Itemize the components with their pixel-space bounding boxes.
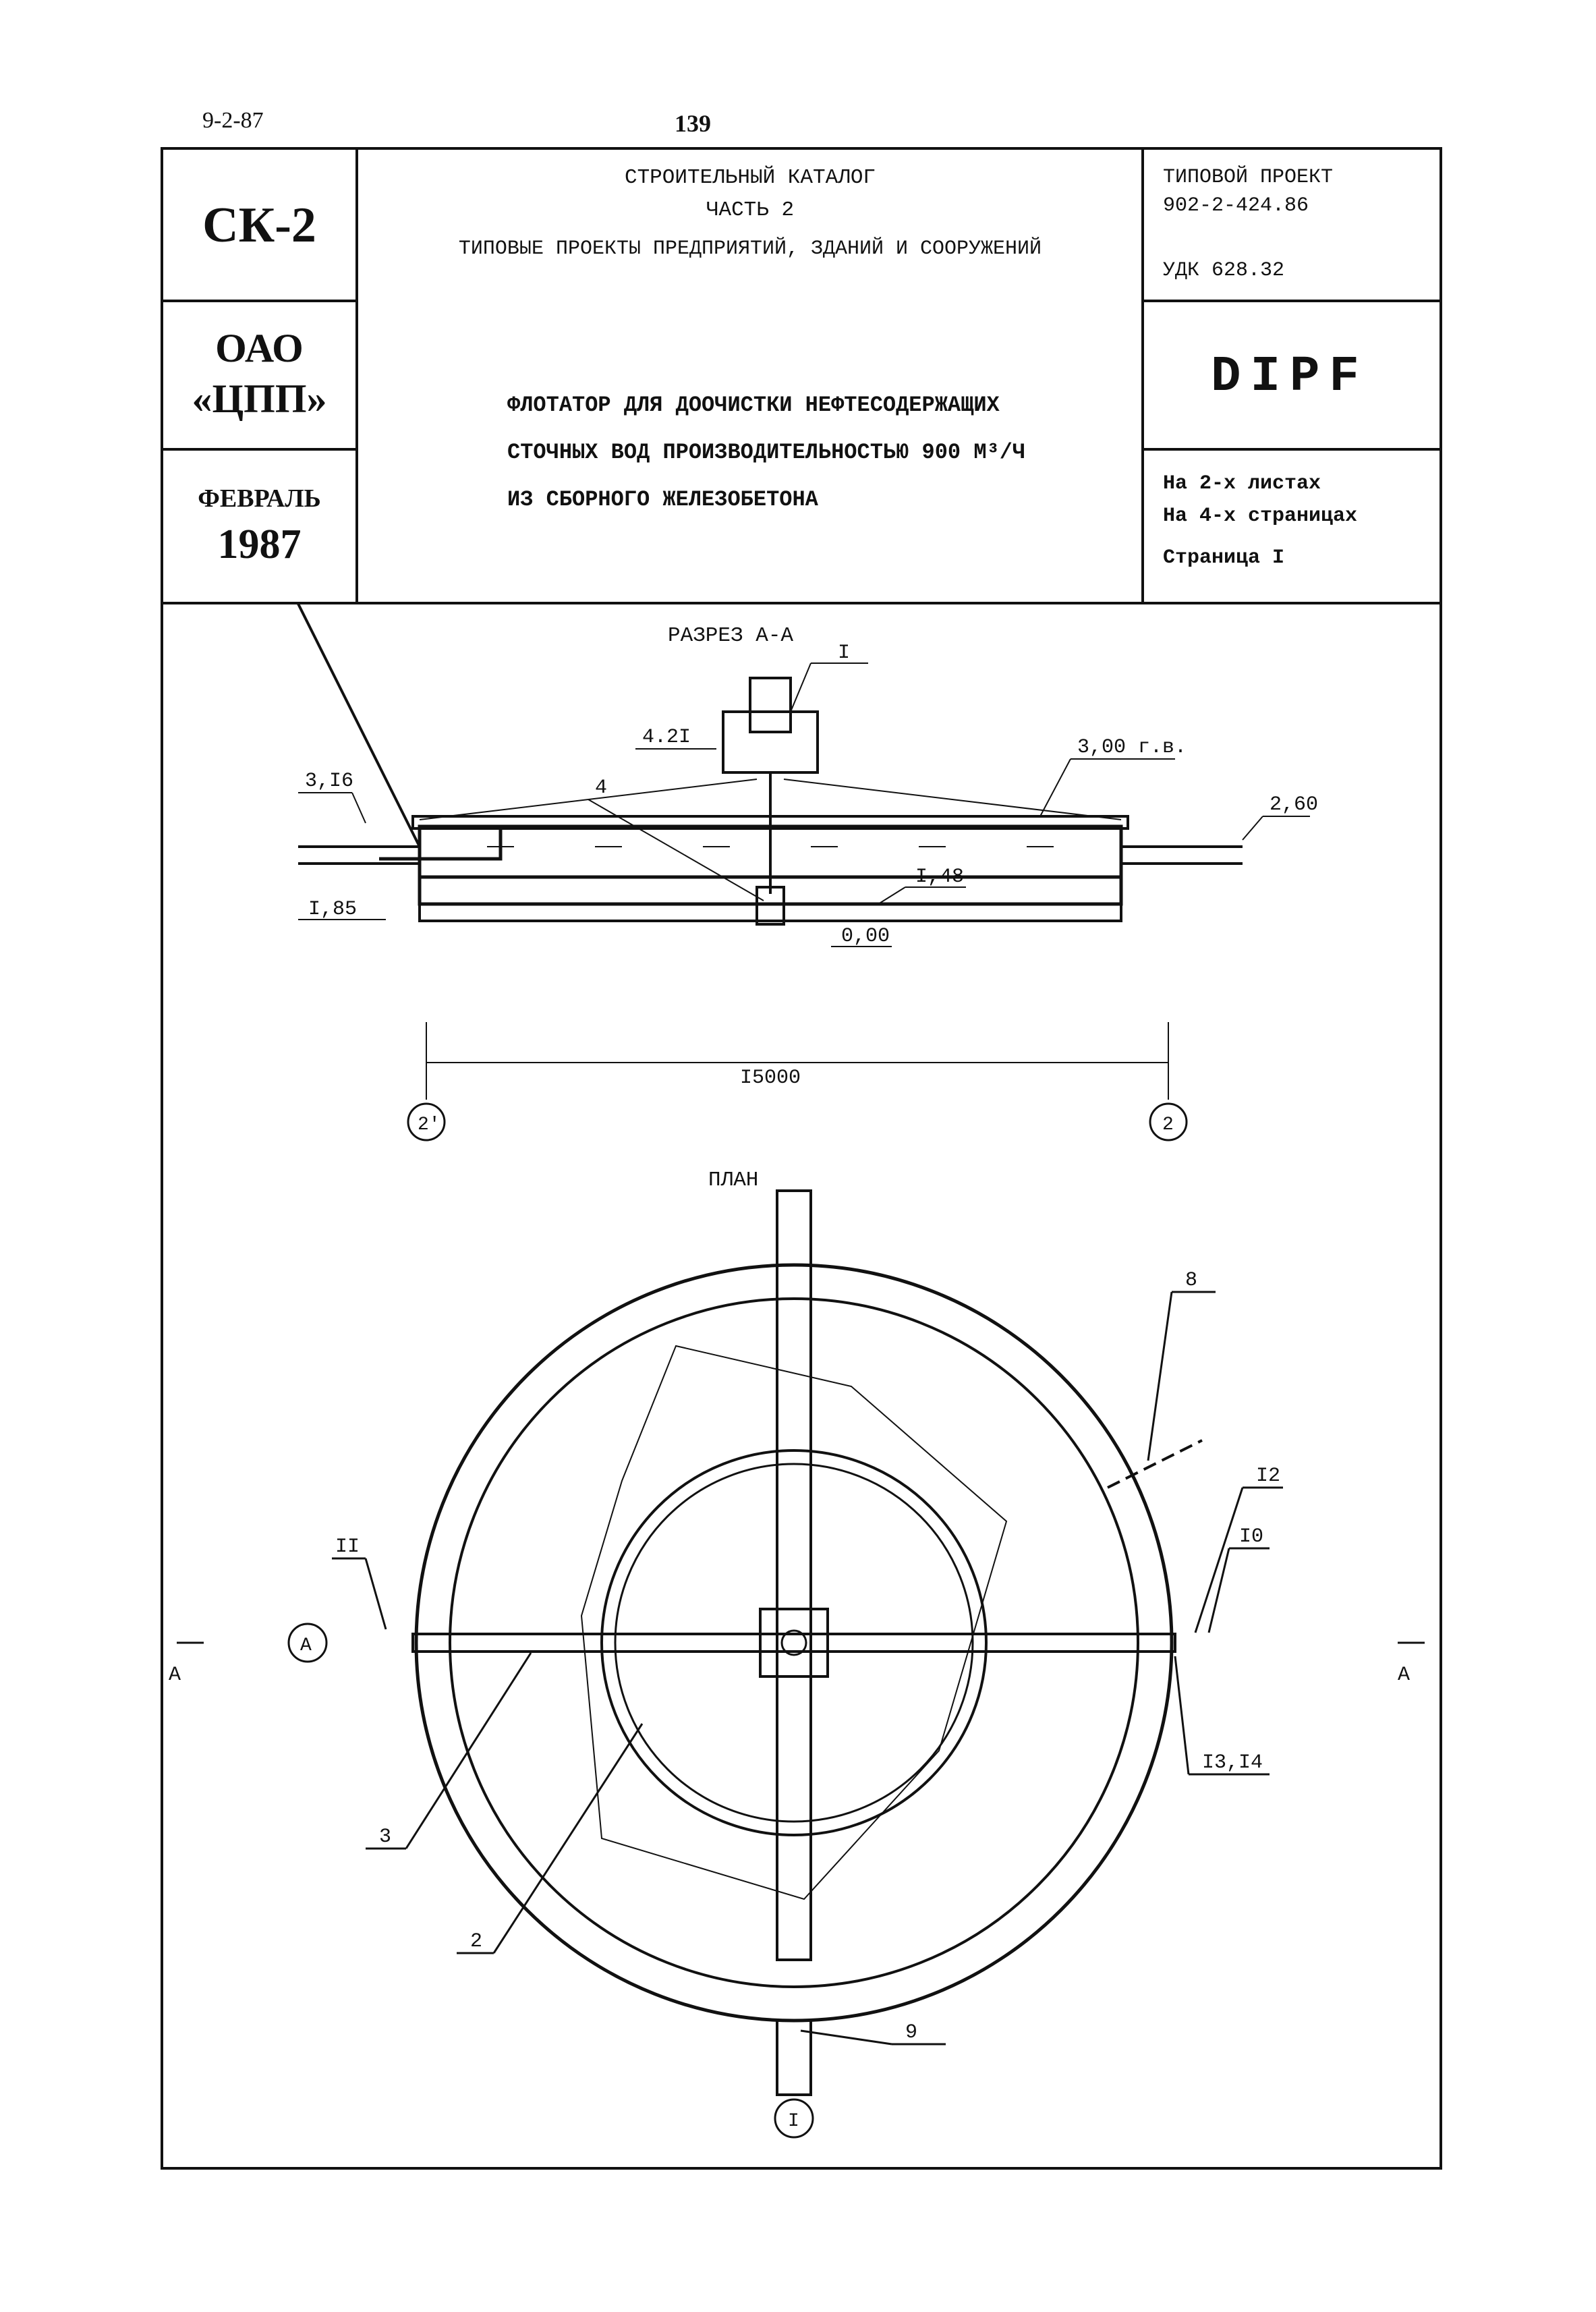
project-title-line-1: ФЛОТАТОР ДЛЯ ДООЧИСТКИ НЕФТЕСОДЕРЖАЩИХ: [507, 393, 1000, 418]
catalog-line-3: ТИПОВЫЕ ПРОЕКТЫ ПРЕДПРИЯТИЙ, ЗДАНИЙ И СО…: [458, 237, 1042, 260]
collector-tray: [411, 1633, 1176, 1653]
inlet-pipe: [379, 830, 503, 861]
outer-ring-outer: [414, 1263, 1174, 2023]
axis-a-marker: [287, 1623, 328, 1663]
mark-4: 4: [595, 777, 607, 799]
sheets-count: На 2-х листах: [1163, 472, 1321, 495]
organization-line-2: «ЦПП»: [192, 376, 327, 421]
project-title-line-3: ИЗ СБОРНОГО ЖЕЛЕЗОБЕТОНА: [507, 487, 818, 512]
page-number: 139: [675, 110, 711, 137]
plan-title: ПЛАН: [708, 1168, 758, 1192]
outlet-pipe: [776, 2019, 812, 2096]
drive-unit: [749, 677, 792, 733]
right-cell-line-1: [1141, 300, 1440, 302]
document-code: DIPF: [1211, 349, 1369, 405]
bottom-bearing: [756, 886, 785, 926]
project-label: ТИПОВОЙ ПРОЕКТ: [1163, 166, 1334, 189]
title-block-bottom-line: [163, 602, 1440, 604]
project-title-line-2: СТОЧНЫХ ВОД ПРОИЗВОДИТЕЛЬНОСТЬЮ 900 М³/Ч: [507, 440, 1026, 465]
title-block-divider-2: [1141, 150, 1144, 602]
left-cell-line-2: [163, 448, 355, 451]
project-number: 902-2-424.86: [1163, 194, 1309, 217]
roof-right: [783, 779, 1122, 820]
plan-mark-10: I0: [1239, 1525, 1263, 1548]
udk-code: УДК 628.32: [1163, 259, 1285, 282]
sheet-code: 9-2-87: [202, 108, 264, 133]
plan-mark-12: I2: [1256, 1465, 1280, 1488]
series-label: СК-2: [202, 198, 316, 253]
year-label: 1987: [217, 521, 302, 567]
mark-148: I,48: [915, 866, 964, 889]
plan-view: [411, 1189, 1203, 2096]
pages-count: На 4-х страницах: [1163, 505, 1358, 528]
mark-421: 4.2I: [642, 726, 691, 749]
distribution-star: [580, 1345, 1008, 1900]
dimension-15000: I5000: [740, 1067, 801, 1090]
month-label: ФЕВРАЛЬ: [198, 484, 321, 513]
mark-000: 0,00: [841, 925, 890, 948]
central-shaft-plan: [780, 1629, 807, 1656]
mark-185: I,85: [308, 898, 357, 921]
leader-lines: [298, 662, 1310, 1100]
engineering-drawing: РАЗРЕЗ А-А I 4.2I 3,00 г.в. 3,I6 4 2,60 …: [169, 604, 1425, 2139]
right-cell-line-2: [1141, 448, 1440, 451]
axis-i-label: I: [788, 2111, 799, 2132]
section-title: РАЗРЕЗ А-А: [668, 624, 793, 648]
foundation-outline: [298, 862, 1243, 922]
axis-label-left: 2': [418, 1115, 440, 1135]
axis-label-right: 2: [1162, 1115, 1174, 1135]
cut-mark-left: А: [169, 1664, 181, 1687]
rotating-bridge: [776, 1189, 812, 1961]
current-page: Страница I: [1163, 546, 1285, 569]
plan-mark-8: 8: [1185, 1269, 1197, 1292]
inner-ring-2: [614, 1463, 974, 1823]
title-block-divider-1: [355, 150, 358, 602]
catalog-line-2: ЧАСТЬ 2: [706, 198, 795, 222]
plan-mark-3: 3: [379, 1826, 391, 1849]
plan-leaders: [177, 1291, 1425, 2046]
axis-marker-left: [407, 1102, 446, 1141]
catalog-line-1: СТРОИТЕЛЬНЫЙ КАТАЛОГ: [624, 166, 876, 190]
drive-frame: [722, 710, 819, 774]
pipe-8: [1107, 1439, 1203, 1489]
cut-mark-right: А: [1398, 1664, 1410, 1687]
axis-marker-right: [1149, 1102, 1188, 1141]
plan-mark-2: 2: [470, 1930, 482, 1953]
mark-300: 3,00 г.в.: [1077, 736, 1187, 759]
plan-mark-1314: I3,I4: [1202, 1751, 1263, 1774]
mark-316: 3,I6: [305, 770, 353, 793]
axis-a-label: А: [300, 1635, 312, 1656]
ground-left: [297, 604, 421, 847]
plan-mark-9: 9: [905, 2021, 917, 2044]
drawing-frame: СК-2 ОАО «ЦПП» ФЕВРАЛЬ 1987 СТРОИТЕЛЬНЫЙ…: [161, 147, 1442, 2170]
organization-line-1: ОАО: [215, 326, 304, 370]
mark-260: 2,60: [1270, 793, 1318, 816]
left-cell-line-1: [163, 300, 355, 302]
mark-1: I: [838, 642, 850, 665]
inner-ring: [600, 1449, 988, 1836]
axis-i-marker: [774, 2098, 814, 2139]
plan-mark-11: II: [335, 1535, 360, 1558]
central-hub: [759, 1608, 829, 1678]
outer-ring-inner: [449, 1297, 1139, 1988]
